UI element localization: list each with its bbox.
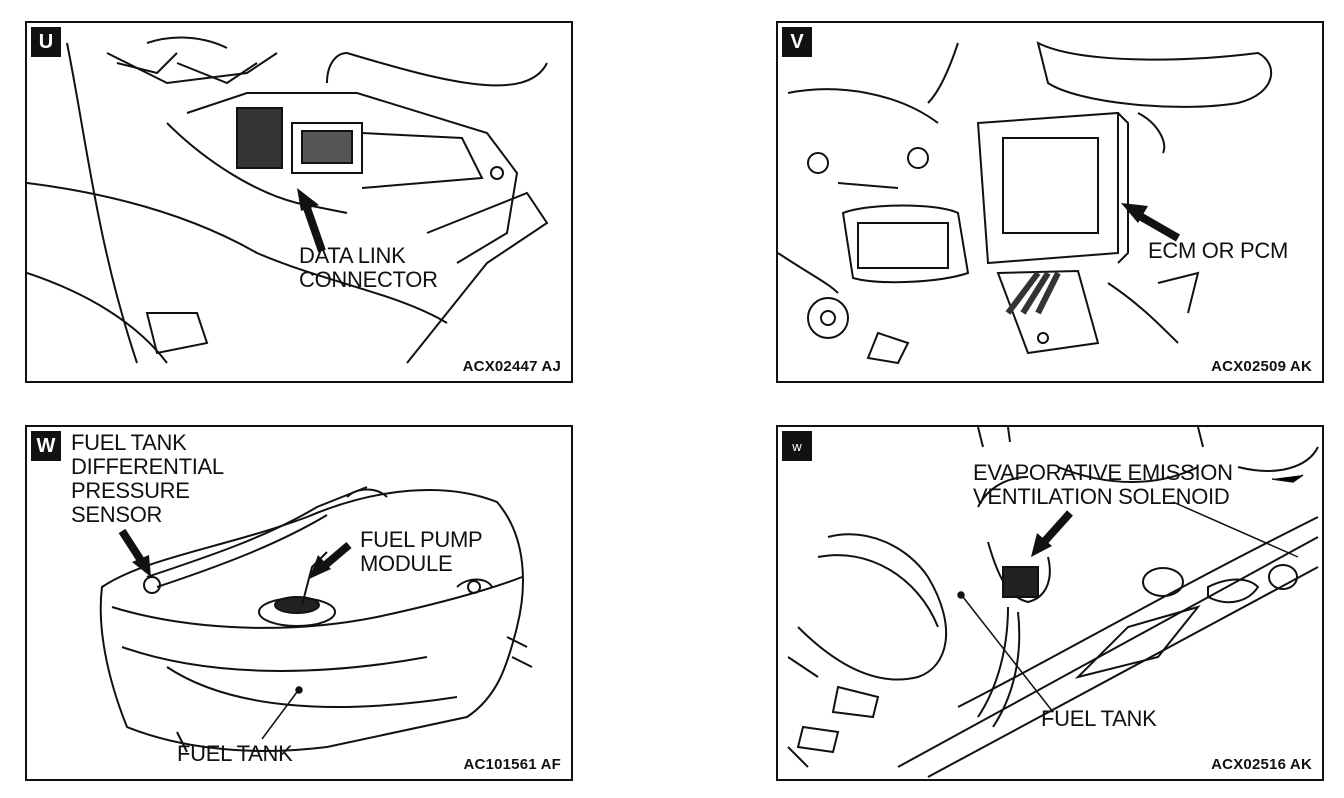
panel-tag: w: [782, 431, 812, 461]
callout-line: FUEL TANK: [1041, 706, 1157, 731]
callout-line: EVAPORATIVE EMISSION: [973, 460, 1233, 485]
callout-data-link-connector: DATA LINK CONNECTOR: [299, 244, 438, 292]
panel-tag: U: [31, 27, 61, 57]
callout-pressure-sensor: FUEL TANK DIFFERENTIAL PRESSURE SENSOR: [71, 431, 224, 527]
arrow-icons: [957, 474, 1304, 713]
callout-line: PRESSURE: [71, 478, 190, 503]
callout-line: DATA LINK: [299, 243, 406, 268]
arrow-icon: [1031, 510, 1073, 557]
callout-fuel-tank: FUEL TANK: [177, 741, 293, 766]
leader-line: [261, 686, 303, 740]
callout-line: FUEL TANK: [71, 430, 187, 455]
arrow-icon: [118, 528, 151, 577]
arrow-icon: [309, 541, 352, 579]
callout-line: DIFFERENTIAL: [71, 454, 224, 479]
callout-line: VENTILATION SOLENOID: [973, 484, 1230, 509]
callout-line: ECM OR PCM: [1148, 238, 1289, 263]
callout-fuel-pump-module: FUEL PUMP MODULE: [360, 527, 483, 576]
diagram-panel-w-lower: w EVAPORATIVE EMISSION VENTILATION SOLEN…: [776, 425, 1324, 781]
figure-code: ACX02509 AK: [1211, 358, 1312, 375]
fuel-tank-illustration: [99, 486, 533, 753]
callout-line: MODULE: [360, 551, 453, 576]
callout-evap-solenoid: EVAPORATIVE EMISSION VENTILATION SOLENOI…: [973, 461, 1233, 509]
callout-ecm-or-pcm: ECM OR PCM: [1148, 239, 1288, 263]
callout-line: FUEL PUMP: [360, 527, 483, 552]
data-link-connector-illustration: [27, 36, 549, 364]
leader-line: [957, 474, 1304, 713]
figure-code: ACX02447 AJ: [462, 358, 561, 375]
arrow-icons: [118, 528, 352, 740]
callout-fuel-tank: FUEL TANK: [1041, 706, 1157, 731]
panel-tag: V: [782, 27, 812, 57]
panel-tag: W: [31, 431, 61, 461]
figure-code: AC101561 AF: [463, 756, 561, 773]
ecm-pcm-illustration: [778, 41, 1273, 365]
arrow-icon: [297, 188, 326, 253]
evap-solenoid-illustration: [787, 427, 1319, 778]
diagram-panel-u: U DATA LINK CONNECTOR ACX02447 AJ: [25, 21, 573, 383]
figure-code: ACX02516 AK: [1211, 756, 1312, 773]
diagram-panel-w: W FUEL TANK DIFFERENTIAL PRESSURE SENSOR…: [25, 425, 573, 781]
arrow-icon: [1121, 203, 1180, 242]
callout-line: CONNECTOR: [299, 267, 438, 292]
callout-line: FUEL TANK: [177, 741, 293, 766]
callout-line: SENSOR: [71, 502, 163, 527]
diagram-panel-v: V ECM OR PCM ACX02509 AK: [776, 21, 1324, 383]
